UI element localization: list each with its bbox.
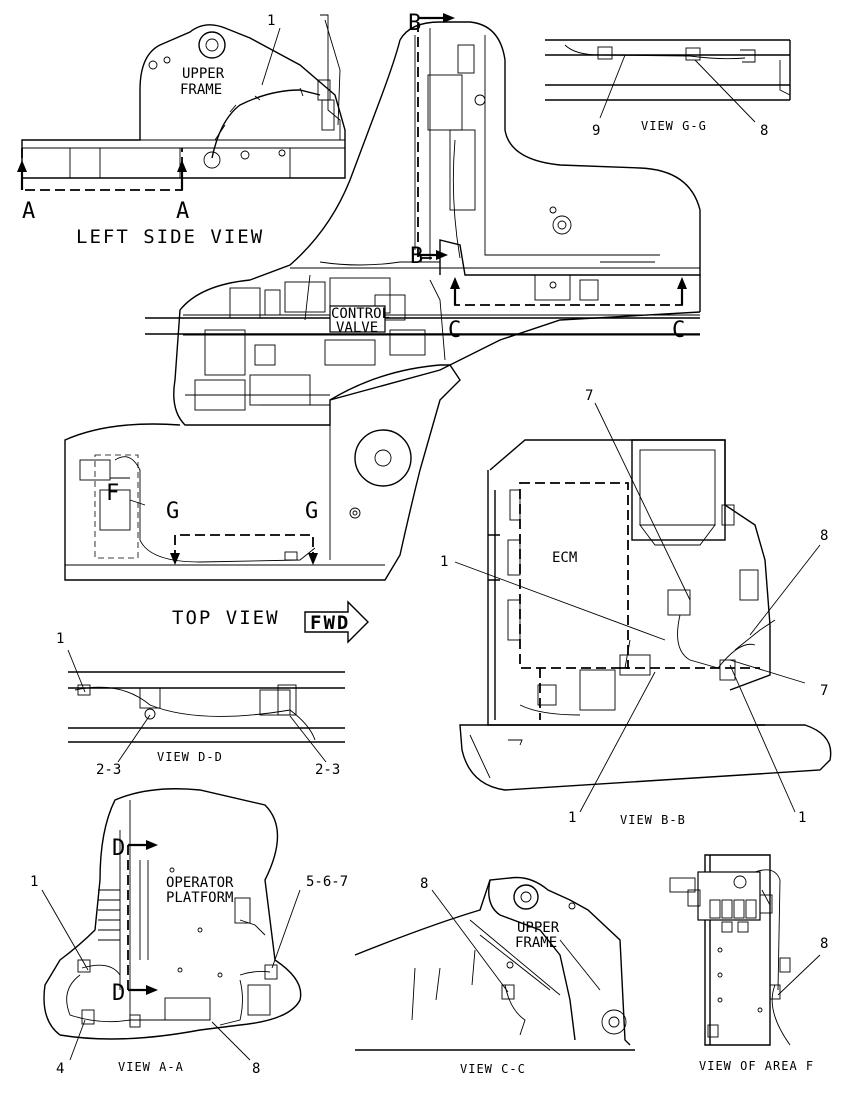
view-b-callout-7-top: 7 — [585, 388, 593, 404]
view-c-c: 8 UPPER FRAME VIEW C-C — [354, 876, 635, 1076]
ecm-label: ECM — [552, 550, 577, 566]
view-b-callout-1-bottom-right: 1 — [798, 810, 806, 826]
section-b-top: B — [408, 11, 421, 36]
operator-platform-label-2: PLATFORM — [166, 890, 233, 906]
section-b-bottom: B — [410, 244, 423, 269]
view-b-title: VIEW B-B — [620, 813, 686, 827]
view-d-d: 1 2-3 2-3 VIEW D-D — [56, 631, 345, 778]
view-c-callout-8: 8 — [420, 876, 428, 892]
view-a-callout-8: 8 — [252, 1061, 260, 1077]
view-b-callout-8: 8 — [820, 528, 828, 544]
area-f-label: F — [106, 481, 119, 506]
section-d-bottom: D — [112, 981, 125, 1006]
control-valve-label-2: VALVE — [336, 320, 378, 336]
view-b-callout-7-right: 7 — [820, 683, 828, 699]
section-a-right: A — [176, 199, 189, 224]
top-view-title: TOP VIEW — [172, 607, 280, 629]
view-d-callout-23-right: 2-3 — [315, 762, 340, 778]
view-b-callout-1-bottom-left: 1 — [568, 810, 576, 826]
upper-frame-label-2: FRAME — [180, 82, 222, 98]
view-a-callout-567: 5-6-7 — [306, 874, 348, 890]
section-c-right: C — [672, 318, 685, 343]
view-c-upper-frame-2: FRAME — [515, 935, 557, 951]
top-view: B B CONTROL VALVE C C — [64, 11, 701, 644]
control-valve-label-1: CONTROL — [331, 306, 390, 322]
view-d-title: VIEW D-D — [157, 750, 223, 764]
section-c-left: C — [448, 318, 461, 343]
view-g-title: VIEW G-G — [641, 119, 707, 133]
fwd-label: FWD — [310, 612, 350, 634]
section-d-top: D — [112, 836, 125, 861]
view-g-callout-9: 9 — [592, 123, 600, 139]
view-f-title: VIEW OF AREA F — [699, 1059, 814, 1073]
view-d-callout-1: 1 — [56, 631, 64, 647]
left-side-view: 1 UPPER FRAME A A LEFT SIDE VIEW — [17, 13, 346, 248]
left-side-view-title: LEFT SIDE VIEW — [76, 226, 264, 248]
view-a-callout-1: 1 — [30, 874, 38, 890]
view-b-callout-1-left: 1 — [440, 554, 448, 570]
view-f-callout-8: 8 — [820, 936, 828, 952]
view-c-upper-frame-1: UPPER — [517, 920, 560, 936]
callout-1-left-side: 1 — [267, 13, 275, 29]
view-of-area-f: 8 VIEW OF AREA F — [669, 854, 828, 1073]
view-b-b: ECM 7 8 1 7 1 1 VIEW B-B — [440, 388, 832, 827]
view-a-callout-4: 4 — [56, 1061, 64, 1077]
section-g-left: G — [166, 499, 179, 524]
section-a-left: A — [22, 199, 35, 224]
view-a-a: D D 1 5-6-7 4 8 OPERATOR PLATFORM VIEW A… — [30, 788, 348, 1077]
operator-platform-label-1: OPERATOR — [166, 875, 234, 891]
section-g-right: G — [305, 499, 318, 524]
upper-frame-label-1: UPPER — [182, 66, 225, 82]
view-a-title: VIEW A-A — [118, 1060, 184, 1074]
view-c-title: VIEW C-C — [460, 1062, 526, 1076]
view-d-callout-23-left: 2-3 — [96, 762, 121, 778]
view-g-callout-8: 8 — [760, 123, 768, 139]
view-g-g: 9 8 VIEW G-G — [545, 39, 791, 139]
